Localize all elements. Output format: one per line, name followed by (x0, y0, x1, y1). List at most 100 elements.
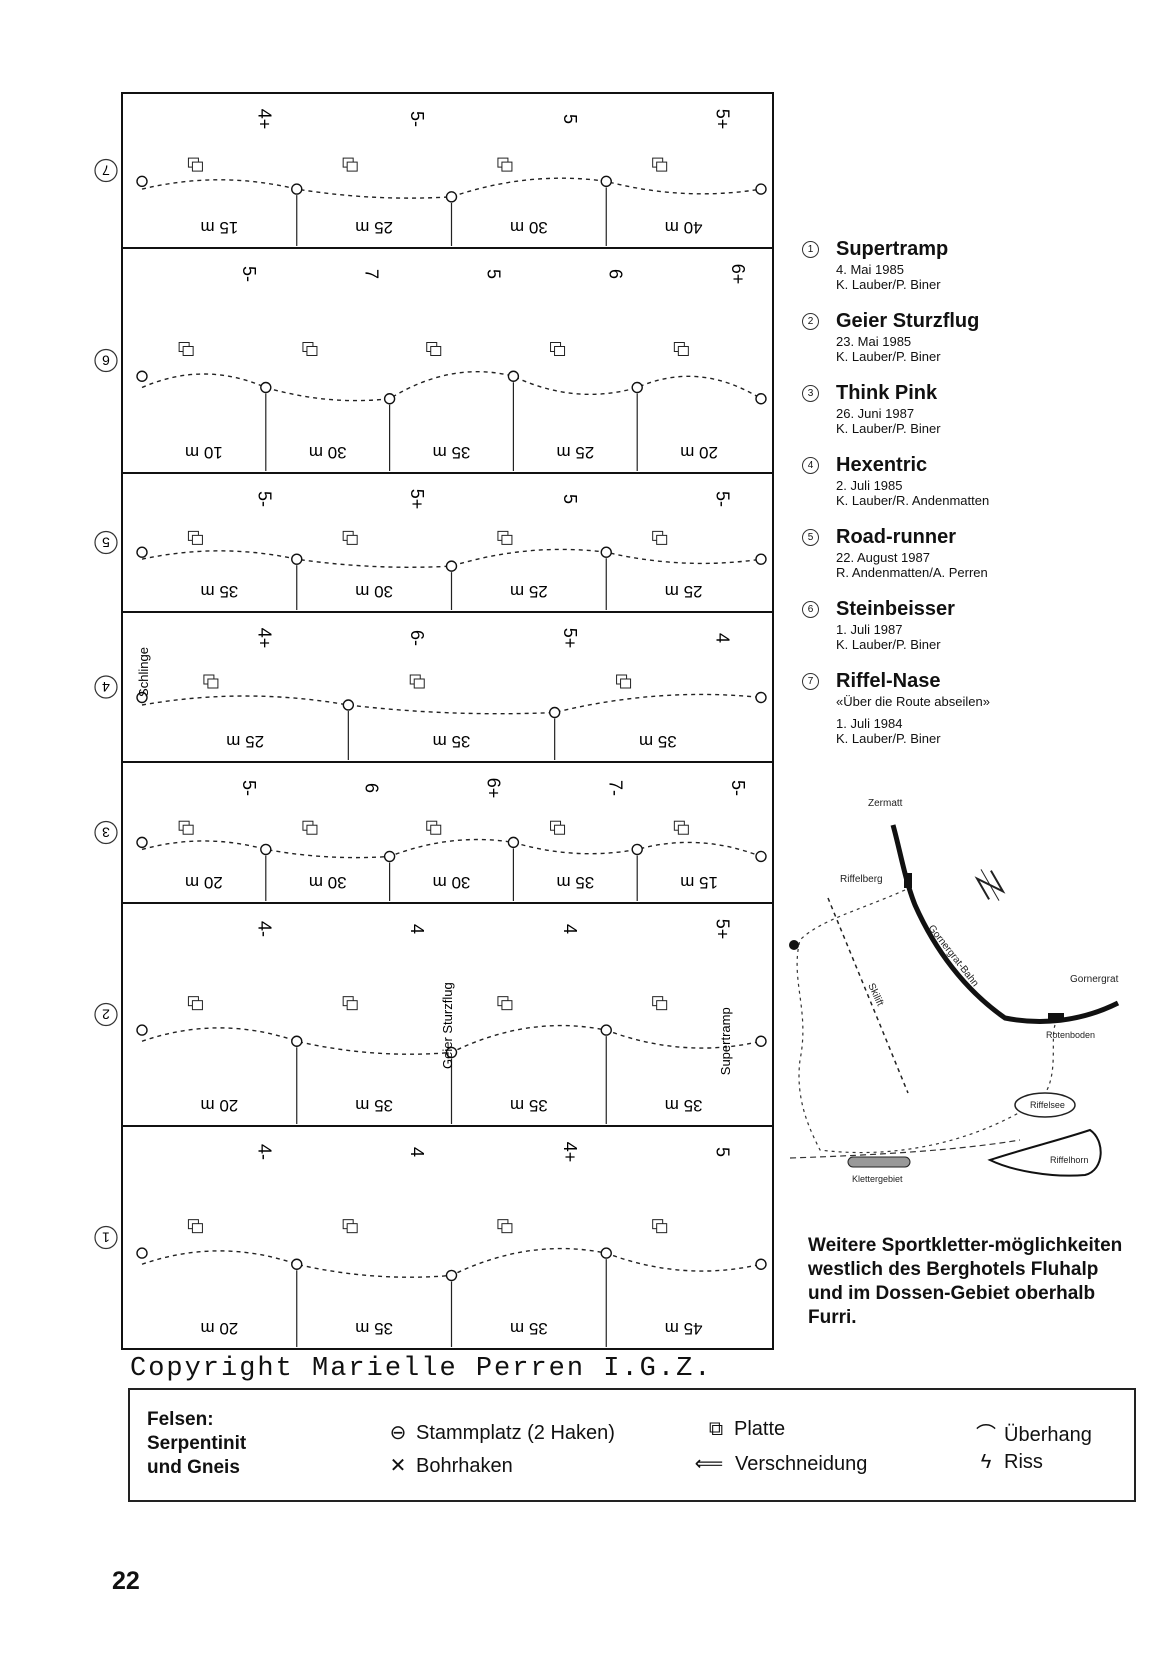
pitch-length-label: 30 m (309, 443, 347, 462)
belay-station-icon (137, 837, 147, 847)
legend-crack: ϟRiss (968, 1451, 1043, 1474)
overhang-icon: ⌒ (968, 1418, 1004, 1447)
belay-station-icon (447, 561, 457, 571)
grade-label: 6 (361, 783, 381, 793)
route-authors: K. Lauber/P. Biner (836, 731, 941, 746)
route-entry: 6 Steinbeisser 1. Juli 1987 K. Lauber/P.… (802, 598, 1132, 670)
pitch-length-label: 35 m (355, 1319, 393, 1338)
belay-station-icon (601, 547, 611, 557)
panel-frame (122, 1126, 773, 1349)
grade-label: 6 (606, 269, 626, 279)
legend-overhang-label: Überhang (1004, 1424, 1092, 1446)
legend-stand-label: Stammplatz (2 Haken) (416, 1422, 615, 1444)
grade-label: 5- (254, 491, 274, 507)
belay-station-icon (343, 700, 353, 710)
route-authors: K. Lauber/R. Andenmatten (836, 493, 989, 508)
slab-icon (621, 679, 631, 688)
route-date: 26. Juni 1987 (836, 406, 914, 421)
route-name: Geier Sturzflug (836, 310, 979, 333)
grade-label: 6- (407, 630, 427, 646)
topo-panel-1: 14-44+520 m35 m35 m45 m (95, 1126, 773, 1349)
slab-icon (347, 1001, 357, 1010)
belay-station-icon (137, 1248, 147, 1258)
pitch-length-label: 35 m (510, 1319, 548, 1338)
pitch-length-label: 25 m (556, 443, 594, 462)
grade-label: 4- (254, 1144, 274, 1160)
slab-icon (183, 825, 193, 834)
belay-station-icon (292, 554, 302, 564)
belay-station-icon (385, 851, 395, 861)
route-authors: K. Lauber/P. Biner (836, 277, 941, 292)
route-note: «Über die Route abseilen» (836, 694, 990, 709)
grade-label: 4 (560, 924, 580, 934)
belay-station-icon (508, 371, 518, 381)
slab-icon (192, 1001, 202, 1010)
slab-icon (192, 535, 202, 544)
slab-icon (431, 347, 441, 356)
rotenboden-station-marker (1048, 1013, 1064, 1019)
route-number: 7 (802, 673, 819, 690)
legend-bolt-label: Bohrhaken (416, 1455, 513, 1477)
stand-icon: ⊖ (380, 1420, 416, 1445)
access-path-2 (790, 1140, 1020, 1158)
grade-label: 5- (239, 780, 259, 796)
topo-panel-5: 55-5+55-35 m30 m25 m25 m (95, 473, 773, 612)
gornergrat-railway-line (893, 825, 1118, 1021)
sling-label: Schlinge (136, 647, 151, 697)
topo-panel-7: 74+5-55+15 m25 m30 m40 m (95, 93, 773, 248)
route-list: 1 Supertramp 4. Mai 1985 K. Lauber/P. Bi… (802, 238, 1132, 742)
north-arrow-icon (974, 865, 1006, 904)
topo-panel-4: 44+6-5+425 m35 m35 mSchlinge (95, 612, 773, 762)
grade-label: 5- (713, 491, 733, 507)
legend-rock-line: Felsen: (147, 1408, 246, 1432)
pitch-length-label: 25 m (355, 218, 393, 237)
more-climbing-text: Weitere Sportkletter-möglichkeiten westl… (808, 1234, 1138, 1330)
map-label-riffelsee: Riffelsee (1030, 1100, 1065, 1110)
route-entry: 5 Road-runner 22. August 1987 R. Andenma… (802, 526, 1132, 598)
slab-icon (502, 535, 512, 544)
slab-icon (657, 1224, 667, 1233)
slab-icon (502, 1224, 512, 1233)
belay-station-icon (385, 394, 395, 404)
route-number: 6 (802, 601, 819, 618)
grade-label: 5- (239, 266, 259, 282)
copyright: Copyright Marielle Perren I.G.Z. (130, 1354, 712, 1384)
topo-panel-2: 24-445+20 m35 m35 m35 mGeier SturzflugSu… (95, 903, 773, 1126)
route-number: 1 (802, 241, 819, 258)
route-number-label: 2 (102, 1007, 110, 1023)
map-label-zermatt: Zermatt (868, 798, 903, 809)
route-line (142, 372, 761, 401)
belay-station-icon (261, 383, 271, 393)
grade-label: 4+ (254, 628, 274, 649)
belay-station-icon (292, 184, 302, 194)
grade-label: 5+ (407, 489, 427, 510)
grade-label: 5- (407, 111, 427, 127)
route-number-label: 5 (102, 535, 110, 551)
route-entry: 3 Think Pink 26. Juni 1987 K. Lauber/P. … (802, 382, 1132, 454)
pitch-length-label: 30 m (510, 218, 548, 237)
route-number-label: 6 (102, 353, 110, 369)
pitch-length-label: 45 m (665, 1319, 703, 1338)
pitch-length-label: 20 m (185, 873, 223, 892)
belay-station-icon (292, 1036, 302, 1046)
grade-label: 4- (254, 921, 274, 937)
topo-panel-3: 35-66+7-5-20 m30 m30 m35 m15 m (95, 762, 773, 903)
legend-crack-label: Riss (1004, 1451, 1043, 1473)
slab-icon (307, 825, 317, 834)
pitch-length-label: 25 m (226, 732, 264, 751)
pitch-length-label: 35 m (556, 873, 594, 892)
pitch-length-label: 15 m (680, 873, 718, 892)
route-authors: K. Lauber/P. Biner (836, 421, 941, 436)
route-number: 4 (802, 457, 819, 474)
belay-station-icon (601, 176, 611, 186)
belay-station-icon (756, 394, 766, 404)
grade-label: 5+ (713, 919, 733, 940)
pitch-length-label: 20 m (680, 443, 718, 462)
legend-stand: ⊖Stammplatz (2 Haken) (380, 1420, 615, 1445)
legend-corner-label: Verschneidung (735, 1453, 867, 1475)
slab-icon (502, 1001, 512, 1010)
slab-icon (555, 825, 565, 834)
belay-station-icon (508, 837, 518, 847)
route-number-label: 4 (102, 679, 110, 695)
route-entry: 4 Hexentric 2. Juli 1985 K. Lauber/R. An… (802, 454, 1132, 526)
